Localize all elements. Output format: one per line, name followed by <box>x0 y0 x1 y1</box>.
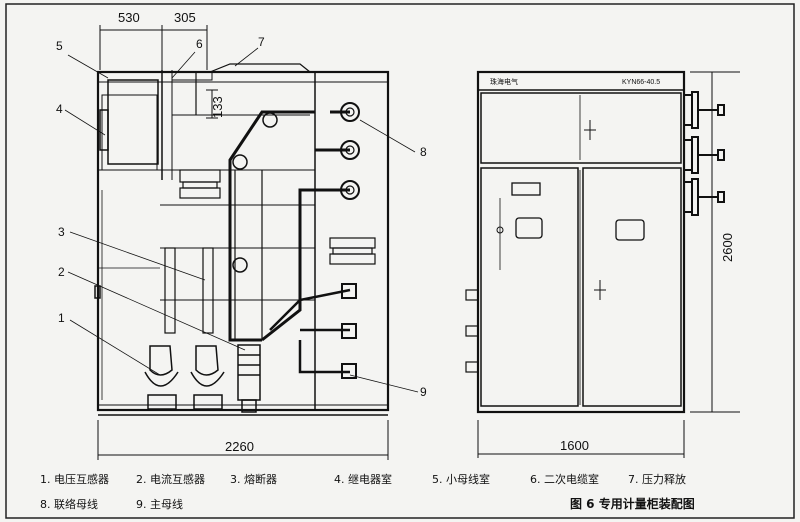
side-view <box>94 63 390 416</box>
front-lower-left-door <box>480 167 579 407</box>
callout-7: 7 <box>258 35 265 49</box>
nameplate-model: KYN66-40.5 <box>622 79 660 86</box>
legend-item-8: 8. 联络母线 <box>40 497 98 511</box>
callout-8: 8 <box>420 145 427 159</box>
callout-2: 2 <box>58 265 65 279</box>
front-upper-door <box>480 92 682 164</box>
legend-item-1: 1. 电压互感器 <box>40 473 109 486</box>
legend-item-6: 6. 二次电缆室 <box>530 472 599 486</box>
front-lower-right-door <box>582 167 682 407</box>
front-cabinet-outline <box>476 70 686 414</box>
callout-leaders <box>64 47 419 393</box>
callout-6: 6 <box>196 37 203 51</box>
outer-border <box>5 3 795 519</box>
front-dimension-lines <box>477 71 740 458</box>
side-cabinet-outline <box>96 70 390 412</box>
dim-2600: 2600 <box>720 233 735 262</box>
nameplate-brand: 珠海电气 <box>490 77 518 86</box>
legend-item-4: 4. 继电器室 <box>334 472 392 486</box>
callout-4: 4 <box>56 102 63 116</box>
callout-1: 1 <box>58 311 65 325</box>
front-view <box>465 70 725 414</box>
dim-530: 530 <box>118 10 140 25</box>
dim-133: 133 <box>210 96 225 118</box>
figure-caption: 图 6 专用计量柜装配图 <box>570 496 695 511</box>
side-dimension-lines <box>97 25 389 460</box>
legend-item-7: 7. 压力释放 <box>628 472 686 486</box>
legend-item-9: 9. 主母线 <box>136 497 183 511</box>
dim-1600: 1600 <box>560 438 589 453</box>
callout-5: 5 <box>56 39 63 53</box>
callout-3: 3 <box>58 225 65 239</box>
legend-item-5: 5. 小母线室 <box>432 472 490 486</box>
legend-item-3: 3. 熔断器 <box>230 472 277 486</box>
legend-item-2: 2. 电流互感器 <box>136 472 205 486</box>
dim-2260: 2260 <box>225 439 254 454</box>
legend: 1. 电压互感器 2. 电流互感器 3. 熔断器 4. 继电器室 5. 小母线室… <box>40 472 686 511</box>
dim-305: 305 <box>174 10 196 25</box>
callout-9: 9 <box>420 385 427 399</box>
